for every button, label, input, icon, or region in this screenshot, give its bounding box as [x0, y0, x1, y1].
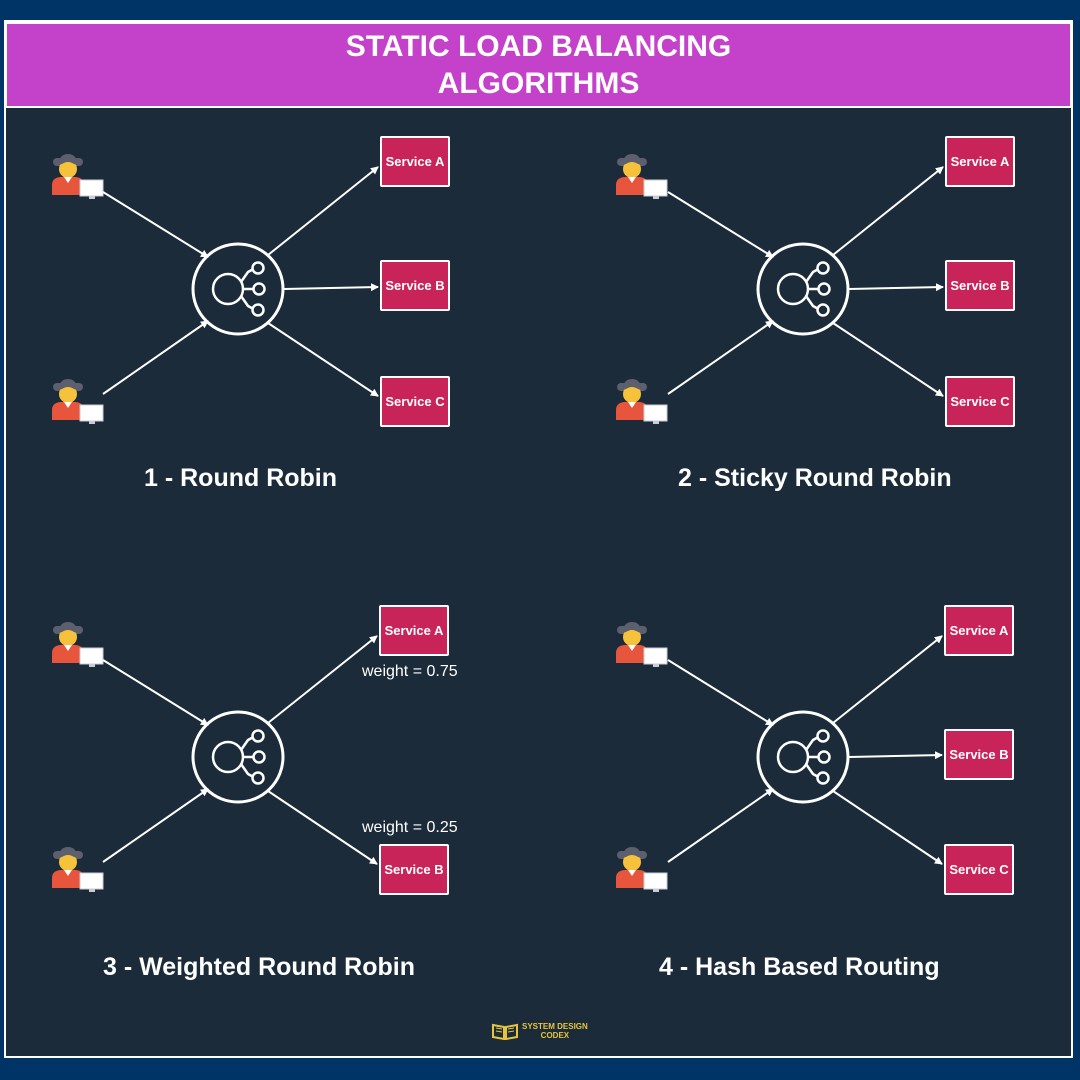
request-arrow — [667, 659, 774, 726]
routing-arrow — [267, 790, 378, 865]
routing-arrow — [848, 751, 943, 760]
load-balancer-icon — [756, 242, 850, 336]
request-arrow — [667, 788, 774, 863]
request-arrow — [102, 659, 209, 726]
load-balancer-icon — [756, 710, 850, 804]
page-title-line-2: ALGORITHMS — [437, 67, 640, 100]
service-c-box: Service C — [380, 376, 450, 427]
book-icon — [492, 1023, 518, 1040]
service-b-box: Service B — [380, 260, 450, 311]
request-arrow — [102, 191, 209, 258]
panel-caption: 4 - Hash Based Routing — [659, 953, 940, 981]
service-a-box: Service A — [380, 136, 450, 187]
service-c-box: Service C — [944, 844, 1014, 895]
routing-arrow — [267, 322, 379, 397]
logo-text: SYSTEM DESIGN CODEX — [522, 1022, 588, 1040]
weight-label: weight = 0.25 — [362, 819, 458, 836]
weight-label: weight = 0.75 — [362, 663, 458, 680]
load-balancer-icon — [191, 242, 285, 336]
user-with-laptop-icon — [615, 153, 668, 200]
diagram-frame — [4, 20, 1073, 1058]
user-with-laptop-icon — [51, 846, 104, 893]
service-b-box: Service B — [944, 729, 1014, 780]
service-a-box: Service A — [944, 605, 1014, 656]
routing-arrow — [267, 166, 379, 256]
panel-caption: 1 - Round Robin — [144, 464, 338, 492]
user-with-laptop-icon — [51, 621, 104, 668]
panel-hash-based-routing — [615, 621, 943, 893]
panel-sticky-round-robin — [615, 153, 944, 425]
request-arrow — [102, 320, 209, 395]
panel-caption: 2 - Sticky Round Robin — [678, 464, 952, 492]
routing-arrow — [832, 790, 943, 865]
routing-arrow — [832, 322, 944, 397]
routing-arrow — [832, 166, 944, 256]
panel-weighted-round-robin — [51, 621, 378, 893]
service-a-box: Service A — [945, 136, 1015, 187]
title-banner: STATIC LOAD BALANCING ALGORITHMS — [5, 22, 1072, 108]
panel-round-robin — [51, 153, 379, 425]
user-with-laptop-icon — [51, 378, 104, 425]
request-arrow — [102, 788, 209, 863]
service-c-box: Service C — [945, 376, 1015, 427]
service-b-box: Service B — [379, 844, 449, 895]
user-with-laptop-icon — [615, 621, 668, 668]
request-arrow — [667, 191, 774, 258]
user-with-laptop-icon — [51, 153, 104, 200]
routing-arrow — [848, 283, 944, 292]
page-title-line-1: STATIC LOAD BALANCING — [345, 30, 732, 63]
user-with-laptop-icon — [615, 846, 668, 893]
user-with-laptop-icon — [615, 378, 668, 425]
logo-line-1: SYSTEM DESIGN — [522, 1022, 588, 1031]
brand-logo: SYSTEM DESIGN CODEX — [492, 1020, 588, 1042]
routing-arrow — [832, 635, 943, 724]
load-balancer-icon — [191, 710, 285, 804]
service-a-box: Service A — [379, 605, 449, 656]
panel-caption: 3 - Weighted Round Robin — [103, 953, 415, 981]
routing-arrow — [267, 635, 378, 724]
service-b-box: Service B — [945, 260, 1015, 311]
logo-line-2: CODEX — [540, 1031, 570, 1040]
routing-arrow — [283, 283, 379, 292]
request-arrow — [667, 320, 774, 395]
